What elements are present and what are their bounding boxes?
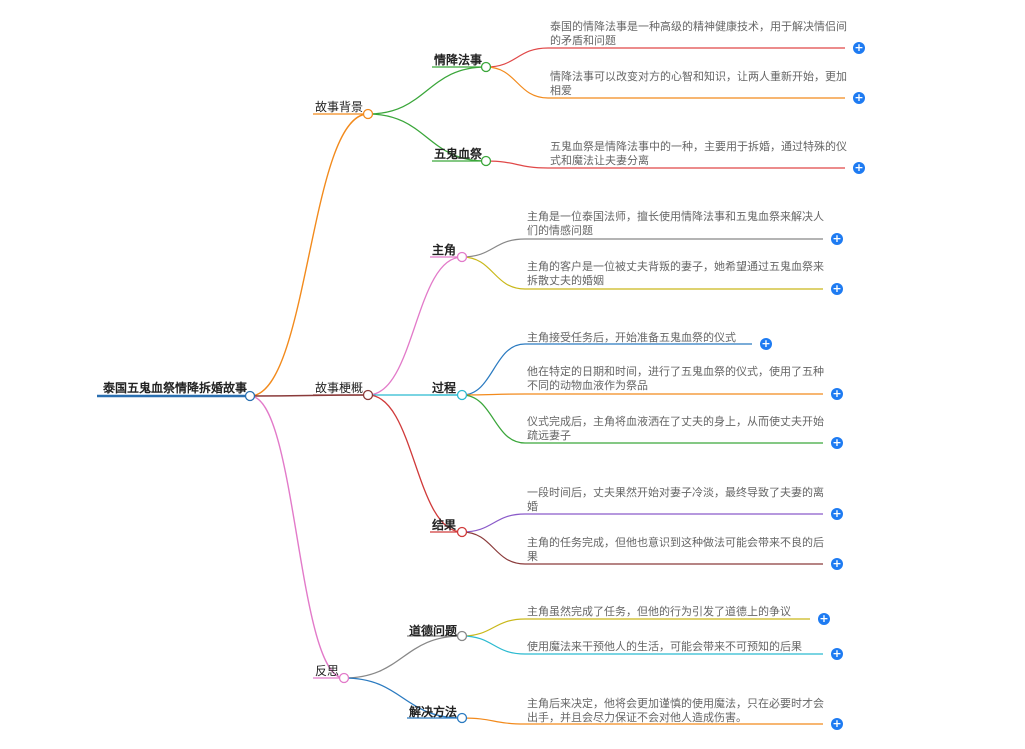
leaf-link-2-0-1 xyxy=(461,635,526,655)
leaf-text-1-2-1: 主角的任务完成，但他也意识到这种做法可能会带来不良的后果 xyxy=(527,536,824,563)
expand-button-1-0-0[interactable]: + xyxy=(831,232,843,245)
subtopic-link-0-1 xyxy=(367,113,487,162)
subtopic-node-1-2[interactable] xyxy=(456,526,468,538)
leaf-text-2-0-0: 主角虽然完成了任务，但他的行为引发了道德上的争议 xyxy=(527,605,791,618)
expand-button-2-0-0[interactable]: + xyxy=(818,612,830,625)
root-node[interactable] xyxy=(244,390,256,402)
subtopic-2-0[interactable]: 道德问题 xyxy=(409,624,458,638)
leaf-link-1-0-0 xyxy=(461,238,526,258)
expand-button-0-1-0[interactable]: + xyxy=(853,161,865,174)
expand-button-1-2-0[interactable]: + xyxy=(831,507,843,520)
subtopic-link-2-0 xyxy=(343,635,463,679)
root-topic[interactable]: 泰国五鬼血祭情降拆婚故事 xyxy=(103,381,248,395)
leaf-text-1-2-0: 一段时间后，丈夫果然开始对妻子冷淡，最终导致了夫妻的离婚 xyxy=(527,486,824,513)
subtopic-node-1-0[interactable] xyxy=(456,251,468,263)
leaf-link-1-0-1 xyxy=(461,256,526,290)
leaf-text-2-0-1: 使用魔法来干预他人的生活，可能会带来不可预知的后果 xyxy=(527,640,802,653)
leaf-link-2-1-0 xyxy=(461,717,526,725)
leaf-link-0-1-0 xyxy=(485,160,549,169)
leaf-link-0-0-0 xyxy=(485,47,549,68)
leaf-text-1-1-2: 仪式完成后，主角将血液洒在了丈夫的身上，从而使丈夫开始疏远妻子 xyxy=(527,415,824,442)
expand-button-1-0-1[interactable]: + xyxy=(831,282,843,295)
subtopic-node-2-1[interactable] xyxy=(456,712,468,724)
expand-button-2-0-1[interactable]: + xyxy=(831,647,843,660)
leaf-link-1-1-1 xyxy=(461,393,526,396)
subtopic-0-1[interactable]: 五鬼血祭 xyxy=(434,147,483,161)
subtopic-2-1[interactable]: 解决方法 xyxy=(409,705,458,719)
topic-node-1[interactable] xyxy=(362,389,374,401)
subtopic-1-1[interactable]: 过程 xyxy=(432,381,457,395)
leaf-text-2-1-0: 主角后来决定，他将会更加谨慎的使用魔法，只在必要时才会出手，并且会尽力保证不会对… xyxy=(527,697,824,724)
expand-button-0-0-0[interactable]: + xyxy=(853,41,865,54)
topic-0[interactable]: 故事背景 xyxy=(315,100,364,114)
leaf-link-1-2-1 xyxy=(461,531,526,565)
topic-2[interactable]: 反思 xyxy=(315,664,340,678)
subtopic-link-2-1 xyxy=(343,677,463,719)
leaf-text-0-0-1: 情降法事可以改变对方的心智和知识，让两人重新开始，更加相爱 xyxy=(550,70,847,97)
subtopic-1-2[interactable]: 结果 xyxy=(432,518,457,532)
subtopic-node-0-1[interactable] xyxy=(480,155,492,167)
subtopic-link-1-0 xyxy=(367,256,463,396)
leaf-link-1-1-0 xyxy=(461,343,526,396)
subtopic-node-2-0[interactable] xyxy=(456,630,468,642)
expand-button-1-1-1[interactable]: + xyxy=(831,387,843,400)
subtopic-0-0[interactable]: 情降法事 xyxy=(434,53,483,67)
topic-node-0[interactable] xyxy=(362,108,374,120)
leaf-text-1-1-1: 他在特定的日期和时间，进行了五鬼血祭的仪式，使用了五种不同的动物血液作为祭品 xyxy=(527,365,824,392)
expand-button-1-2-1[interactable]: + xyxy=(831,557,843,570)
subtopic-link-1-2 xyxy=(367,394,463,533)
expand-button-0-0-1[interactable]: + xyxy=(853,91,865,104)
subtopic-node-1-1[interactable] xyxy=(456,389,468,401)
leaf-text-1-1-0: 主角接受任务后，开始准备五鬼血祭的仪式 xyxy=(527,331,736,344)
leaf-link-2-0-0 xyxy=(461,618,526,637)
branch-link-0 xyxy=(249,113,369,397)
leaf-text-0-0-0: 泰国的情降法事是一种高级的精神健康技术，用于解决情侣间的矛盾和问题 xyxy=(550,20,847,47)
topic-1[interactable]: 故事梗概 xyxy=(315,381,364,395)
expand-button-1-1-2[interactable]: + xyxy=(831,436,843,449)
leaf-text-0-1-0: 五鬼血祭是情降法事中的一种，主要用于拆婚，通过特殊的仪式和魔法让夫妻分离 xyxy=(550,140,847,167)
leaf-text-1-0-1: 主角的客户是一位被丈夫背叛的妻子，她希望通过五鬼血祭来拆散丈夫的婚姻 xyxy=(527,260,824,287)
topic-node-2[interactable] xyxy=(338,672,350,684)
leaf-link-0-0-1 xyxy=(485,66,549,99)
leaf-text-1-0-0: 主角是一位泰国法师，擅长使用情降法事和五鬼血祭来解决人们的情感问题 xyxy=(527,210,824,237)
leaf-link-1-1-2 xyxy=(461,394,526,444)
expand-button-2-1-0[interactable]: + xyxy=(831,717,843,730)
subtopic-1-0[interactable]: 主角 xyxy=(432,243,457,257)
branch-link-2 xyxy=(249,395,345,679)
leaf-link-1-2-0 xyxy=(461,513,526,533)
subtopic-node-0-0[interactable] xyxy=(480,61,492,73)
expand-button-1-1-0[interactable]: + xyxy=(760,337,772,350)
subtopic-link-0-0 xyxy=(367,66,487,115)
